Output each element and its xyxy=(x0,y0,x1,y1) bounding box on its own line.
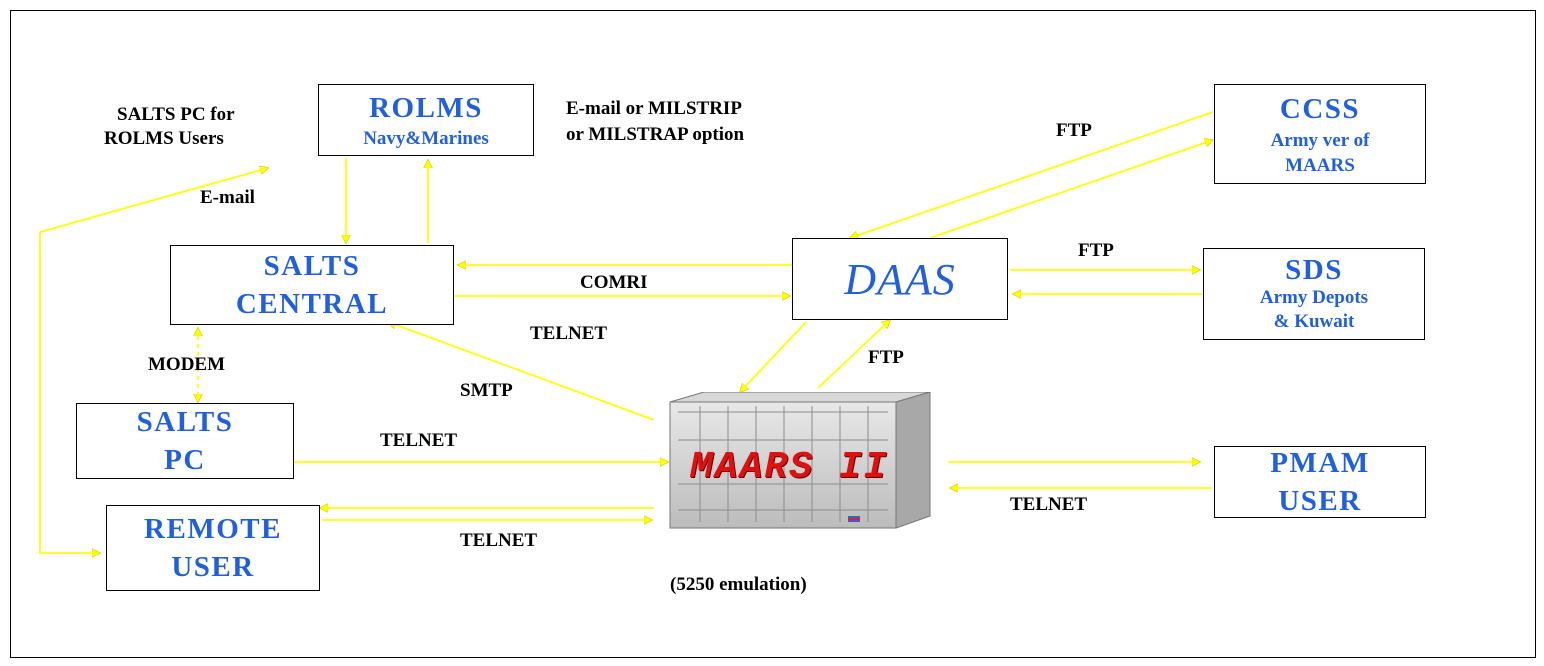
ccss-title: CCSS xyxy=(1279,93,1361,125)
ccss-node: CCSS Army ver of MAARS xyxy=(1214,84,1426,184)
daas-to-maars-line xyxy=(740,321,807,392)
telnet-pmam-label: TELNET xyxy=(1010,494,1088,515)
daas-node: DAAS xyxy=(792,238,1008,320)
salts-pc-rolms-label-2: ROLMS Users xyxy=(104,128,224,149)
daas-title: DAAS xyxy=(844,254,956,304)
remote-line1: REMOTE xyxy=(144,513,282,545)
ftp-ccss-label: FTP xyxy=(1056,120,1092,141)
ccss-to-daas-line xyxy=(850,111,1214,238)
sds-title: SDS xyxy=(1285,254,1343,286)
smtp-label: SMTP xyxy=(460,380,513,401)
salts-pc-line1: SALTS xyxy=(136,406,234,438)
salts-pc-rolms-label-1: SALTS PC for xyxy=(117,104,235,125)
modem-label: MODEM xyxy=(148,354,226,375)
email-loop-line xyxy=(39,232,100,553)
telnet-central-label: TELNET xyxy=(530,323,608,344)
rolms-title: ROLMS xyxy=(369,92,483,124)
pmam-line1: PMAM xyxy=(1270,447,1370,479)
salts-pc-line2: PC xyxy=(164,444,206,476)
rolms-node: ROLMS Navy&Marines xyxy=(318,84,534,156)
maars-caption: (5250 emulation) xyxy=(670,574,807,595)
telnet-remote-label: TELNET xyxy=(460,530,538,551)
salts-central-line2: CENTRAL xyxy=(235,288,389,320)
email-label: E-mail xyxy=(200,187,255,208)
email-option-label-2: or MILSTRAP option xyxy=(566,124,745,145)
diagram-frame xyxy=(10,10,1536,658)
maars-to-daas-line xyxy=(817,320,890,389)
salts-central-node: SALTS CENTRAL xyxy=(170,245,454,325)
daas-to-ccss-line xyxy=(929,140,1213,239)
ccss-subtitle: Army ver of MAARS xyxy=(1270,130,1370,176)
sds-subtitle1: Army Depots xyxy=(1259,287,1369,308)
comri-label: COMRI xyxy=(580,272,648,293)
sds-subtitle2: & Kuwait xyxy=(1273,311,1355,332)
telnet-pc-label: TELNET xyxy=(380,430,458,451)
pmam-user-node: PMAM USER xyxy=(1214,446,1426,518)
rolms-subtitle: Navy&Marines xyxy=(363,128,489,149)
remote-line2: USER xyxy=(171,551,255,583)
maars-title: MAARS II xyxy=(690,446,889,489)
remote-user-node: REMOTE USER xyxy=(106,505,320,591)
sds-node: SDS Army Depots & Kuwait xyxy=(1203,248,1425,340)
mainframe-icon xyxy=(669,392,931,529)
salts-pc-node: SALTS PC xyxy=(76,403,294,479)
ftp-maars-label: FTP xyxy=(868,347,904,368)
salts-central-line1: SALTS xyxy=(263,250,361,282)
smtp-line xyxy=(388,322,655,421)
ftp-sds-label: FTP xyxy=(1078,240,1114,261)
email-loop-top-line xyxy=(39,168,268,233)
pmam-line2: USER xyxy=(1278,485,1362,517)
email-option-label-1: E-mail or MILSTRIP xyxy=(566,98,742,119)
